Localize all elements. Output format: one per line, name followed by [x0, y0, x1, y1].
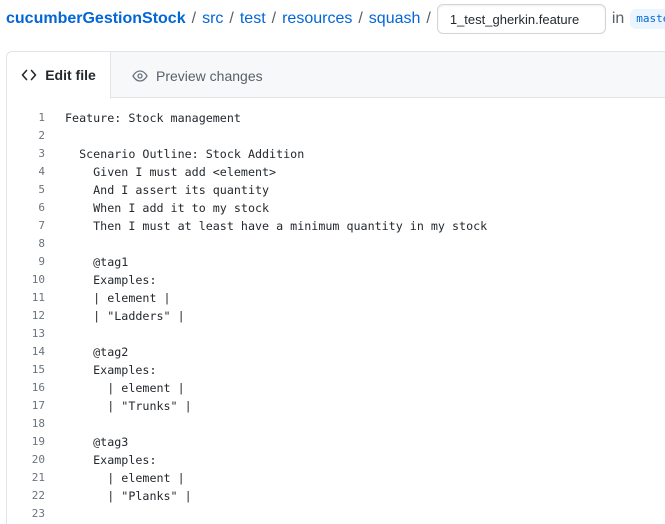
code-line[interactable]: 16 | element | — [7, 379, 665, 397]
code-line[interactable]: 10 Examples: — [7, 271, 665, 289]
eye-icon — [132, 68, 148, 84]
line-number: 21 — [31, 471, 45, 484]
line-number: 8 — [38, 237, 45, 250]
breadcrumb-link-resources[interactable]: resources — [282, 10, 353, 27]
filename-input[interactable] — [436, 4, 606, 34]
breadcrumb-link-src[interactable]: src — [202, 10, 224, 27]
code-line[interactable]: 6 When I add it to my stock — [7, 199, 665, 217]
breadcrumb-separator: / — [271, 10, 277, 27]
line-text[interactable]: Scenario Outline: Stock Addition — [65, 147, 305, 161]
code-line[interactable]: 7 Then I must at least have a minimum qu… — [7, 217, 665, 235]
breadcrumb: cucumberGestionStock / src / test / reso… — [6, 4, 665, 34]
line-number: 13 — [31, 327, 45, 340]
code-icon — [21, 67, 37, 83]
line-text[interactable] — [45, 505, 65, 523]
line-number: 17 — [31, 399, 45, 412]
line-number: 7 — [38, 219, 45, 232]
line-number: 22 — [31, 489, 45, 502]
breadcrumb-separator: / — [426, 10, 431, 27]
breadcrumb-separator: / — [229, 10, 234, 27]
line-number: 14 — [31, 345, 45, 358]
code-line[interactable]: 2 — [7, 127, 665, 145]
line-number: 10 — [31, 273, 45, 286]
breadcrumb-link-test[interactable]: test — [239, 10, 266, 27]
code-line[interactable]: 22 | "Planks" | — [7, 487, 665, 505]
breadcrumb-repo-link[interactable]: cucumberGestionStock — [6, 10, 186, 27]
tab-edit-file[interactable]: Edit file — [7, 52, 111, 99]
code-line[interactable]: 3 Scenario Outline: Stock Addition — [7, 145, 665, 163]
line-text[interactable]: | element | — [65, 471, 185, 485]
code-line[interactable]: 8 — [7, 235, 665, 253]
line-number: 9 — [38, 255, 45, 268]
breadcrumb-link-squash[interactable]: squash — [368, 10, 421, 27]
line-text[interactable]: Examples: — [65, 453, 157, 467]
tab-preview-changes-label: Preview changes — [156, 67, 263, 84]
line-number: 15 — [31, 363, 45, 376]
code-line[interactable]: 1 Feature: Stock management — [7, 109, 665, 127]
code-line[interactable]: 18 — [7, 415, 665, 433]
code-line[interactable]: 20 Examples: — [7, 451, 665, 469]
tab-edit-file-label: Edit file — [45, 67, 96, 83]
line-text[interactable]: @tag1 — [65, 255, 129, 269]
line-number: 3 — [38, 147, 45, 160]
line-number: 20 — [31, 453, 45, 466]
code-line[interactable]: 5 And I assert its quantity — [7, 181, 665, 199]
line-number: 6 — [38, 201, 45, 214]
line-text[interactable]: And I assert its quantity — [65, 183, 270, 197]
line-number: 11 — [31, 291, 45, 304]
code-line[interactable]: 15 Examples: — [7, 361, 665, 379]
code-line[interactable]: 11 | element | — [7, 289, 665, 307]
line-number: 5 — [38, 183, 45, 196]
line-text[interactable]: Feature: Stock management — [65, 111, 241, 125]
line-text[interactable]: | "Trunks" | — [65, 399, 192, 413]
breadcrumb-separator: / — [358, 10, 363, 27]
line-number: 19 — [31, 435, 45, 448]
line-number: 2 — [38, 129, 45, 142]
line-number: 1 — [38, 111, 45, 124]
line-text[interactable]: | "Planks" | — [65, 489, 192, 503]
line-number: 12 — [31, 309, 45, 322]
editor-tabs: Edit file Preview changes — [7, 52, 665, 99]
code-line[interactable]: 13 — [7, 325, 665, 343]
file-editor: Edit file Preview changes 1 Feature: Stoc… — [6, 51, 665, 524]
line-text[interactable]: When I add it to my stock — [65, 201, 270, 215]
line-text[interactable]: | element | — [65, 291, 171, 305]
tab-preview-changes[interactable]: Preview changes — [132, 52, 263, 99]
line-text[interactable]: Given I must add <element> — [65, 165, 277, 179]
line-number: 23 — [31, 507, 45, 520]
in-label: in — [611, 10, 625, 27]
branch-badge: master — [630, 9, 665, 29]
code-line[interactable]: 21 | element | — [7, 469, 665, 487]
line-text[interactable]: Then I must at least have a minimum quan… — [65, 219, 488, 233]
code-line[interactable]: 23 — [7, 505, 665, 523]
code-line[interactable]: 12 | "Ladders" | — [7, 307, 665, 325]
line-number: 4 — [38, 165, 45, 178]
line-text[interactable] — [45, 325, 65, 343]
line-text[interactable]: | "Ladders" | — [65, 309, 185, 323]
line-number: 16 — [31, 381, 45, 394]
code-line[interactable]: 14 @tag2 — [7, 343, 665, 361]
breadcrumb-separator: / — [191, 10, 197, 27]
code-line[interactable]: 4 Given I must add <element> — [7, 163, 665, 181]
code-line[interactable]: 9 @tag1 — [7, 253, 665, 271]
line-number: 18 — [31, 417, 45, 430]
line-text[interactable]: Examples: — [65, 363, 157, 377]
code-line[interactable]: 19 @tag3 — [7, 433, 665, 451]
line-text[interactable]: @tag3 — [65, 435, 129, 449]
line-text[interactable]: Examples: — [65, 273, 157, 287]
code-line[interactable]: 17 | "Trunks" | — [7, 397, 665, 415]
line-text[interactable] — [45, 415, 65, 433]
line-text[interactable] — [45, 235, 65, 253]
line-text[interactable]: | element | — [65, 381, 185, 395]
line-text[interactable] — [45, 127, 65, 145]
line-text[interactable]: @tag2 — [65, 345, 129, 359]
